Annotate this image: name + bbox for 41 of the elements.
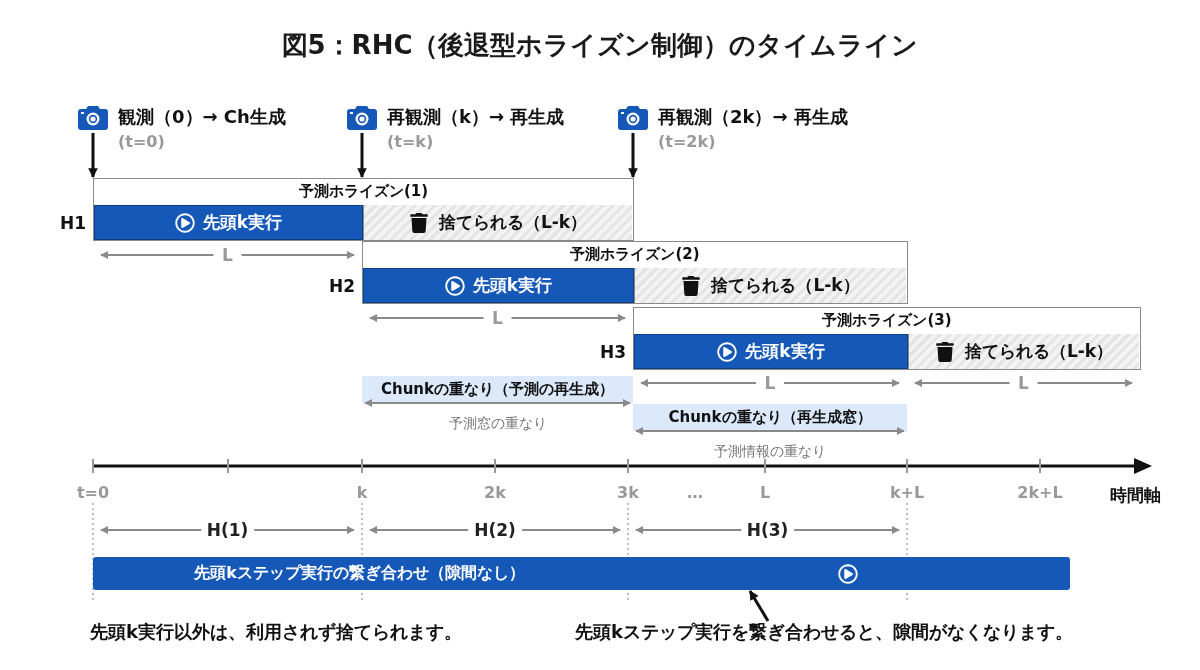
- execute-segment: 先頭k実行: [363, 268, 634, 303]
- tick-label: …: [686, 483, 704, 503]
- tick-label: k: [355, 483, 369, 503]
- tick-label: k+L: [888, 483, 926, 503]
- dimension-label: H(1): [200, 520, 255, 540]
- observation-label: 再観測（k）→ 再生成: [387, 105, 565, 129]
- tick-label: 2k+L: [1016, 483, 1064, 503]
- discard-segment: 捨てられる（L-k）: [908, 334, 1139, 369]
- annotation-text: 予測窓の重なり: [447, 415, 548, 433]
- time-label: (t=k): [387, 131, 435, 153]
- row-label: H3: [599, 342, 626, 362]
- arrow: [357, 133, 367, 178]
- execute-segment: 先頭k実行: [634, 334, 908, 369]
- execution-bar: [626, 557, 1070, 590]
- horizon-label: 予測ホライズン(1): [297, 182, 430, 201]
- tick-label: t=0: [75, 483, 111, 503]
- diagram-title: 図5：RHC（後退型ホライズン制御）のタイムライン: [280, 29, 920, 62]
- axis-title: 時間軸: [1108, 485, 1162, 505]
- dimension-label: H(2): [468, 520, 522, 540]
- execute-segment: 先頭k実行: [94, 205, 363, 240]
- row-label: H2: [328, 276, 355, 296]
- observation-label: 観測（0）→ Ch生成: [118, 105, 286, 129]
- time-label: (t=0): [118, 131, 166, 153]
- row-label: H1: [59, 213, 86, 233]
- horizon-label: 予測ホライズン(2): [569, 245, 701, 264]
- tick-label: L: [758, 483, 772, 503]
- execution-bar: 先頭kステップ実行の繋ぎ合わせ（隙間なし）: [93, 557, 626, 590]
- tick-label: 3k: [616, 483, 640, 503]
- observation-label: 再観測（2k）→ 再生成: [658, 105, 848, 129]
- tick-label: 2k: [483, 483, 507, 503]
- arrow: [88, 133, 98, 178]
- discard-segment: 捨てられる（L-k）: [363, 205, 632, 240]
- dimension-label: H(3): [740, 520, 795, 540]
- annotation-text: 予測情報の重なり: [713, 443, 827, 461]
- time-label: (t=2k): [658, 131, 717, 153]
- horizon-label: 予測ホライズン(3): [821, 311, 953, 330]
- note-text: 先頭k実行以外は、利用されず捨てられます。: [90, 620, 462, 644]
- arrow: [748, 590, 770, 622]
- note-text: 先頭kステップ実行を繋ぎ合わせると、隙間がなくなります。: [575, 620, 1165, 646]
- discard-segment: 捨てられる（L-k）: [634, 268, 906, 303]
- arrow: [628, 133, 638, 178]
